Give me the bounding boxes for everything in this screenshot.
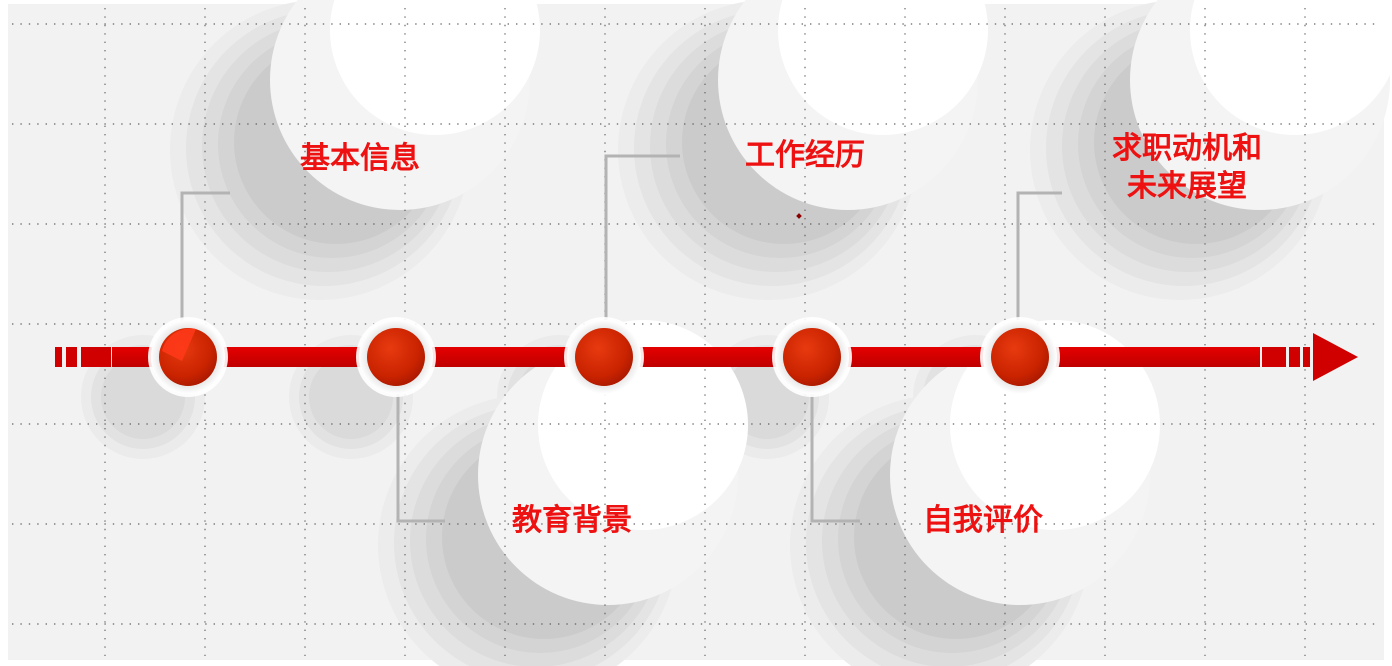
arrow-bar	[112, 347, 1260, 367]
selection-marker	[796, 213, 802, 219]
connector-line	[396, 388, 445, 523]
connector-line	[180, 191, 230, 326]
connector-line	[1016, 191, 1062, 326]
node-dot	[783, 328, 841, 386]
decorative-shadow-layer	[81, 0, 1392, 666]
stage-label-line: 未来展望	[1127, 169, 1247, 204]
arrow-dash	[55, 347, 62, 367]
stage-label-line: 工作经历	[745, 138, 865, 173]
arrow-dash	[81, 347, 111, 367]
node-dot	[575, 328, 633, 386]
arrow-dash	[1262, 347, 1286, 367]
arrow-dash	[1303, 347, 1310, 367]
connector-lines	[180, 154, 1062, 523]
stage-label-self-evaluation: 自我评价	[893, 502, 1073, 540]
node-highlight	[162, 328, 196, 361]
stage-label-line: 求职动机和	[1112, 131, 1262, 166]
stage-label-work-experience: 工作经历	[715, 137, 895, 175]
timeline-node-education	[356, 317, 436, 397]
timeline-nodes	[148, 317, 1060, 397]
timeline-node-self-evaluation	[772, 317, 852, 397]
crescent-shadow	[618, 0, 988, 300]
stage-label-line: 教育背景	[512, 503, 632, 538]
node-dot	[991, 328, 1049, 386]
timeline-node-work-experience	[564, 317, 644, 397]
stage-label-motivation-outlook: 求职动机和未来展望	[1097, 130, 1277, 206]
timeline-node-motivation-outlook	[980, 317, 1060, 397]
connector-line	[810, 388, 860, 523]
stage-label-education: 教育背景	[482, 502, 662, 540]
arrow-dash	[1289, 347, 1300, 367]
crescent-shadow	[790, 320, 1160, 666]
stage-label-line: 自我评价	[923, 503, 1043, 538]
arrow-head	[1313, 333, 1358, 381]
node-dot	[367, 328, 425, 386]
dotted-grid	[12, 8, 1380, 656]
connector-line	[604, 154, 680, 326]
stage-label-line: 基本信息	[300, 141, 420, 176]
timeline-node-basic-info	[148, 317, 228, 397]
crescent-highlight	[330, 0, 540, 135]
crescent-shadow	[378, 320, 748, 666]
crescent-shadow	[170, 0, 540, 300]
crescent-highlight	[1190, 0, 1392, 135]
arrow-dash	[66, 347, 77, 367]
crescent-highlight	[778, 0, 988, 135]
crescent-shadow	[1030, 0, 1392, 300]
stage-label-basic-info: 基本信息	[270, 140, 450, 178]
